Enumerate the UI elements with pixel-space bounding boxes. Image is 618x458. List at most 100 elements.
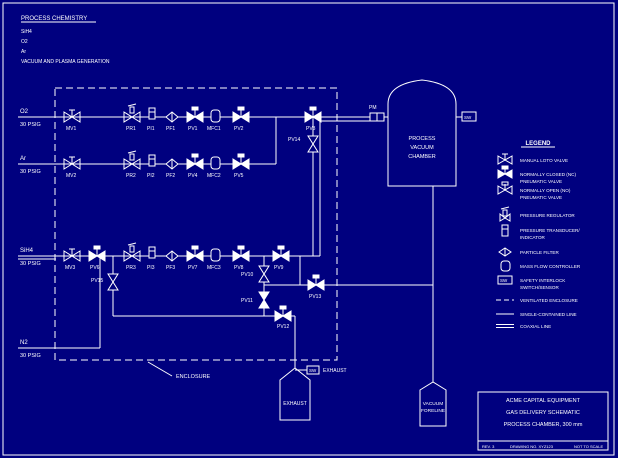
mfc3-controller[interactable]: MFC3 — [207, 248, 221, 271]
legend-item-text: PRESSURE REGULATOR — [520, 213, 575, 218]
manual-valve-icon — [497, 153, 513, 165]
legend-item-text: NORMALLY CLOSED (NC) — [520, 172, 576, 177]
pressure-transducer-icon — [501, 224, 509, 237]
line-gas-n2: N2 — [20, 340, 28, 346]
label-pi3: PI3 — [147, 265, 155, 271]
pi2-transducer[interactable]: PI2 — [147, 154, 156, 179]
line-pressure-sih4: 30 PSIG — [20, 261, 41, 267]
label-mfc1: MFC1 — [207, 126, 221, 132]
particle-filter-icon — [498, 247, 512, 257]
chemistry-heading: PROCESS CHEMISTRY — [21, 16, 87, 22]
label-pv11: PV11 — [241, 298, 253, 304]
legend-item-text: COAXIAL LINE — [520, 324, 551, 329]
gas-line-n2: N2 30 PSIG — [18, 340, 100, 359]
label-pv6: PV6 — [90, 265, 100, 271]
legend-item: COAXIAL LINE — [496, 324, 551, 329]
o2-row-components: MV1 PR1 PI1 PF1 PV1 MFC1 PV — [63, 103, 250, 132]
mv2-manual-valve[interactable]: MV2 — [63, 156, 81, 179]
title-subtitle: PROCESS CHAMBER, 300 mm — [504, 422, 583, 428]
legend-item: SINGLE-CONTAINED LINE — [496, 312, 577, 317]
pv5-nc-valve[interactable]: PV5 — [232, 153, 250, 179]
mfc2-controller[interactable]: MFC2 — [207, 156, 221, 179]
mv3-manual-valve[interactable]: MV3 — [63, 248, 81, 271]
pv7-nc-valve[interactable]: PV7 — [186, 245, 204, 271]
pf1-filter[interactable]: PF1 — [165, 111, 179, 132]
label-pf1: PF1 — [166, 126, 175, 132]
mass-flow-controller-icon — [500, 260, 511, 272]
label-pv15: PV15 — [91, 278, 103, 284]
chamber-label-2: VACUUM — [410, 145, 434, 151]
pv13-nc-valve[interactable]: PV13 — [307, 274, 325, 300]
pr3-regulator[interactable]: PR3 — [123, 242, 141, 271]
foreline-label-2: FORELINE — [421, 408, 445, 414]
title-scale: NOT TO SCALE — [574, 444, 603, 449]
pv11-nc-valve[interactable]: PV11 — [241, 291, 270, 309]
pv2-nc-valve[interactable]: PV2 — [232, 106, 250, 132]
enclosure-leader — [147, 361, 173, 377]
chemistry-item-vacuum: VACUUM AND PLASMA GENERATION — [21, 59, 110, 65]
foreline-label-1: VACUUM — [423, 401, 443, 407]
mfc1-controller[interactable]: MFC1 — [207, 109, 221, 132]
legend-item-text: PNEUMATIC VALVE — [520, 195, 562, 200]
label-pv1: PV1 — [188, 126, 198, 132]
title-drawing-number: DRAWING NO. XYZ123 — [510, 444, 554, 449]
label-pv12: PV12 — [277, 324, 289, 330]
line-gas-ar: Ar — [20, 156, 26, 162]
exhaust-label: EXHAUST — [323, 368, 347, 374]
gas-line-o2: O2 30 PSIG — [18, 109, 305, 128]
legend-item-text: INDICATOR — [520, 235, 546, 240]
legend-item-text: NORMALLY OPEN (NO) — [520, 188, 571, 193]
pv1-nc-valve[interactable]: PV1 — [186, 106, 204, 132]
pv9-nc-valve[interactable]: PV9 — [272, 245, 290, 271]
legend-item-text: VENTILATED ENCLOSURE — [520, 298, 578, 303]
label-pi1: PI1 — [147, 126, 155, 132]
pf2-filter[interactable]: PF2 — [165, 158, 179, 179]
pv4-nc-valve[interactable]: PV4 — [186, 153, 204, 179]
chamber-interlock-switch[interactable]: SW — [461, 111, 477, 122]
label-pv13: PV13 — [309, 294, 321, 300]
legend-item-text: PRESSURE TRANSDUCER/ — [520, 228, 580, 233]
title-drawing-name: GAS DELIVERY SCHEMATIC — [506, 410, 580, 416]
line-pressure-o2: 30 PSIG — [20, 122, 41, 128]
legend-item: MANUAL LOTO VALVE — [497, 153, 568, 165]
pi3-transducer[interactable]: PI3 — [147, 246, 156, 271]
coaxial-line-icon — [496, 324, 514, 328]
label-pf3: PF3 — [166, 265, 175, 271]
legend-item-text: SWITCH/SENSOR — [520, 285, 559, 290]
legend-item: NORMALLY OPEN (NO) PNEUMATIC VALVE — [497, 181, 571, 200]
legend-item-text: PARTICLE FILTER — [520, 250, 559, 255]
pf3-filter[interactable]: PF3 — [165, 250, 179, 271]
pi1-transducer[interactable]: PI1 — [147, 107, 156, 132]
legend-item-text: MASS FLOW CONTROLLER — [520, 264, 581, 269]
mv1-manual-valve[interactable]: MV1 — [63, 109, 81, 132]
line-gas-o2: O2 — [20, 109, 29, 115]
label-mfc2: MFC2 — [207, 173, 221, 179]
legend-item: VENTILATED ENCLOSURE — [496, 298, 578, 303]
pm-sensor[interactable]: PM — [369, 105, 385, 122]
label-pv14: PV14 — [288, 137, 300, 143]
exhaust-interlock-switch[interactable] — [306, 365, 320, 375]
label-pr3: PR3 — [126, 265, 136, 271]
pr2-regulator[interactable]: PR2 — [123, 150, 141, 179]
legend-item: NORMALLY CLOSED (NC)PNEUMATIC VALVE — [497, 165, 576, 184]
pv12-nc-valve[interactable]: PV12 — [274, 305, 292, 330]
pv8-nc-valve[interactable]: PV8 — [232, 245, 250, 271]
pv10-no-valve[interactable]: PV10 — [241, 265, 270, 283]
pv15-no-valve[interactable]: PV15 — [91, 273, 119, 291]
label-pf2: PF2 — [166, 173, 175, 179]
legend-item: PRESSURE TRANSDUCER/INDICATOR — [501, 224, 580, 240]
pv3-nc-valve[interactable]: PV3 — [304, 106, 322, 132]
enclosure-label: ENCLOSURE — [176, 374, 211, 380]
pv6-nc-valve[interactable]: PV6 — [88, 245, 106, 271]
label-pv4: PV4 — [188, 173, 198, 179]
legend-item: PRESSURE REGULATOR — [499, 206, 575, 222]
label-pv3: PV3 — [306, 126, 316, 132]
pv14-no-valve[interactable]: PV14 — [288, 135, 319, 153]
label-pv2: PV2 — [234, 126, 244, 132]
pr1-regulator[interactable]: PR1 — [123, 103, 141, 132]
title-rev: REV. 3 — [482, 444, 495, 449]
